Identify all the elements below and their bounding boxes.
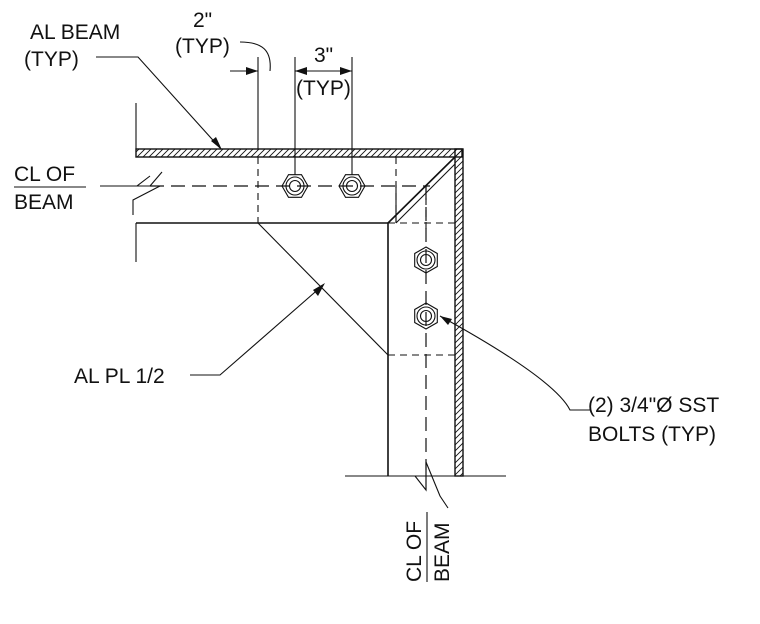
vertical-break-symbol — [414, 461, 449, 509]
al-beam-label-line1: AL BEAM — [30, 21, 120, 44]
al-plate-label: AL PL 1/2 — [74, 365, 165, 388]
dim-3in-typ-label: (TYP) — [296, 77, 351, 100]
cl-of-beam-v-label: CL OF BEAM — [403, 512, 454, 582]
cl-of-beam-h-line2: BEAM — [14, 191, 74, 214]
corner-miter — [387, 156, 456, 224]
dim-3in-label: 3" — [314, 44, 333, 67]
bolt-icon — [338, 174, 366, 198]
horizontal-beam-top-flange — [135, 148, 463, 158]
dimension-lines — [230, 41, 353, 175]
bolts — [281, 174, 438, 330]
dim-2in-typ-label: (TYP) — [175, 35, 230, 58]
leaders — [96, 56, 590, 411]
plate-outline — [257, 156, 455, 356]
bolt-icon — [414, 302, 438, 330]
bolts-label-line2: BOLTS (TYP) — [588, 423, 716, 446]
dim-2in-label: 2" — [193, 9, 212, 32]
al-beam-label-line2: (TYP) — [24, 48, 79, 71]
cl-of-beam-v-line1: CL OF — [403, 521, 426, 582]
bolt-icon — [281, 174, 309, 198]
vertical-beam-right-flange — [454, 148, 464, 477]
cl-of-beam-h-line1: CL OF — [14, 163, 75, 186]
horizontal-break-symbol — [132, 175, 161, 215]
bolt-icon — [414, 246, 438, 274]
annotation-labels: AL BEAM (TYP) 2" (TYP) 3" (TYP) CL OF BE… — [14, 9, 719, 582]
cl-of-beam-v-line2: BEAM — [431, 522, 454, 582]
bolts-label-line1: (2) 3/4"Ø SST — [588, 394, 719, 417]
